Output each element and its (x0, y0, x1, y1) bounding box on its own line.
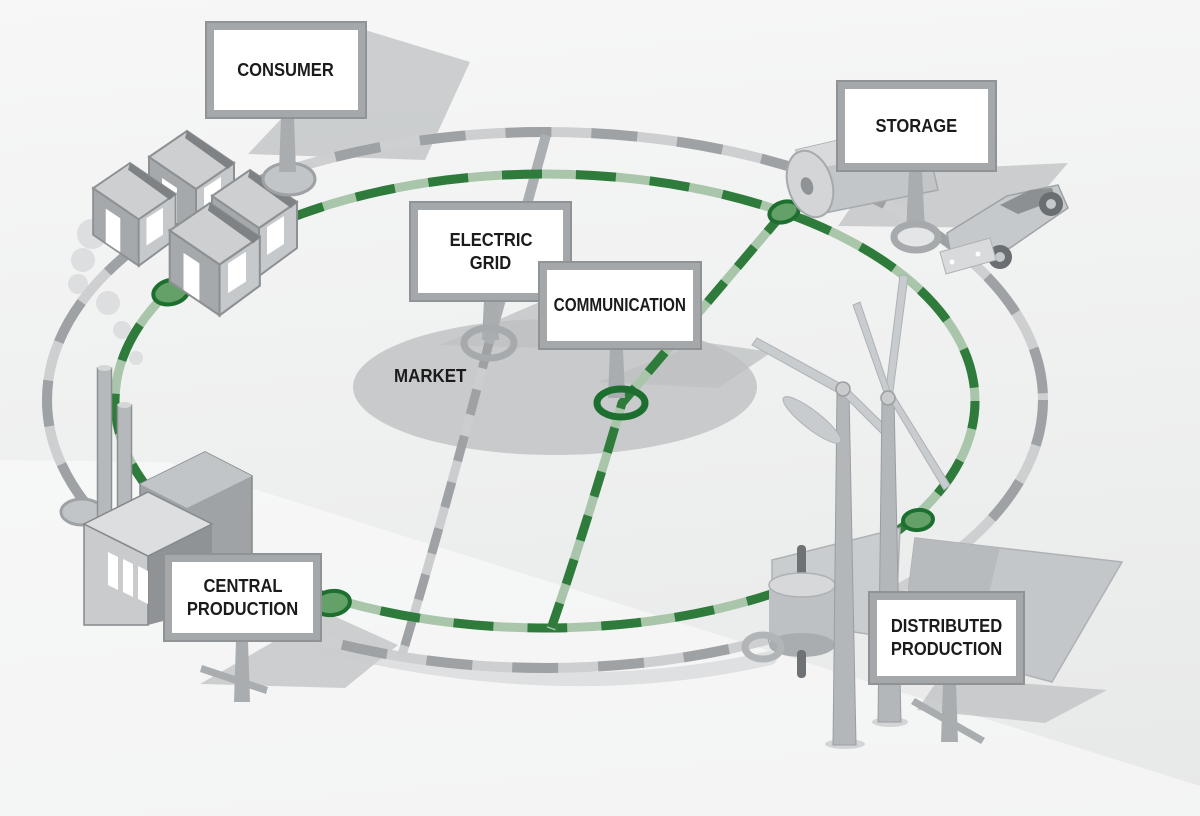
central-production-sign-strut (200, 665, 268, 694)
car-wheel-hub (995, 252, 1005, 262)
factory-chimney (96, 367, 113, 529)
sign-electric-grid-label-line1: ELECTRIC (449, 229, 532, 250)
smoke-puff (129, 351, 143, 365)
turbine-hub (880, 390, 896, 406)
node-distributed-grid (741, 631, 785, 663)
sign-electric-grid-label-line2: GRID (469, 252, 512, 273)
communication-ring (110, 169, 980, 633)
node-storage (890, 220, 942, 254)
factory (82, 365, 253, 626)
electric-grid-sign-post (482, 300, 499, 340)
car-headlight (975, 251, 981, 257)
electric-grid-ring (42, 127, 1048, 673)
generator-rod (797, 650, 806, 678)
consumer-houses (92, 130, 298, 317)
sign-communication-label: COMMUNICATION (553, 295, 687, 315)
car-bumper (939, 237, 997, 275)
smoke-puff (96, 291, 120, 315)
sign-communication: COMMUNICATION (540, 263, 700, 348)
distributed-production-sign-strut (911, 698, 985, 744)
market-ellipse (353, 319, 757, 455)
factory-window (108, 552, 118, 590)
sign-distributed-production-label-line1: DISTRIBUTED (890, 616, 1003, 636)
wind-turbine-left (751, 337, 891, 746)
label-market: MARKET (394, 366, 467, 386)
sign-distributed-production-label-line2: PRODUCTION (890, 639, 1003, 659)
sign-consumer: CONSUMER (207, 23, 365, 117)
smoke-puff (113, 321, 131, 339)
sign-central-production-label-line2: PRODUCTION (186, 598, 299, 619)
central-production-sign-post (234, 640, 250, 702)
factory-roof (82, 491, 214, 557)
shadow-central-production-sign (200, 612, 398, 688)
storage-sign-post (906, 170, 925, 232)
turbine-blade (782, 396, 842, 444)
node-distributed-communication (901, 507, 935, 533)
ring-ground-shadow (313, 638, 777, 687)
node-communication (593, 385, 649, 421)
turbine-hub (835, 381, 851, 397)
communication-chord (546, 209, 788, 631)
smoke-puff (68, 274, 88, 294)
car-headlight (949, 259, 955, 265)
car-wheel-hub (1046, 199, 1056, 209)
node-electric-grid (460, 324, 518, 362)
generator-bottom (769, 633, 835, 657)
communication-sign-post (608, 348, 625, 398)
sign-storage-label: STORAGE (875, 115, 958, 136)
sign-central-production-label-line1: CENTRAL (202, 575, 283, 596)
turbine-blade (852, 301, 892, 396)
factory-window (123, 559, 133, 597)
factory-shed-roof (140, 452, 252, 508)
smoke-puff (71, 248, 95, 272)
chimney-top (97, 365, 112, 371)
electric-car (939, 184, 1069, 275)
consumer-sign-post (279, 117, 296, 172)
floor-plane (0, 460, 1200, 816)
factory-window (138, 566, 148, 604)
generator (768, 545, 836, 678)
sign-storage: STORAGE (838, 82, 995, 170)
sign-consumer-label: CONSUMER (237, 59, 335, 80)
sign-distributed-production: DISTRIBUTED PRODUCTION (870, 593, 1023, 683)
generator-top (768, 572, 836, 598)
sign-central-production: CENTRAL PRODUCTION (165, 555, 320, 640)
car-cabin (1000, 188, 1056, 214)
distributed-production-sign-post (941, 683, 958, 742)
chimney-top (117, 402, 132, 408)
turbine-blade (884, 274, 909, 400)
shadow-distributed-production-sign (917, 677, 1107, 723)
cylinder-core-hole (800, 177, 814, 195)
turbine-blade (889, 394, 951, 491)
turbine-blade (751, 337, 844, 395)
